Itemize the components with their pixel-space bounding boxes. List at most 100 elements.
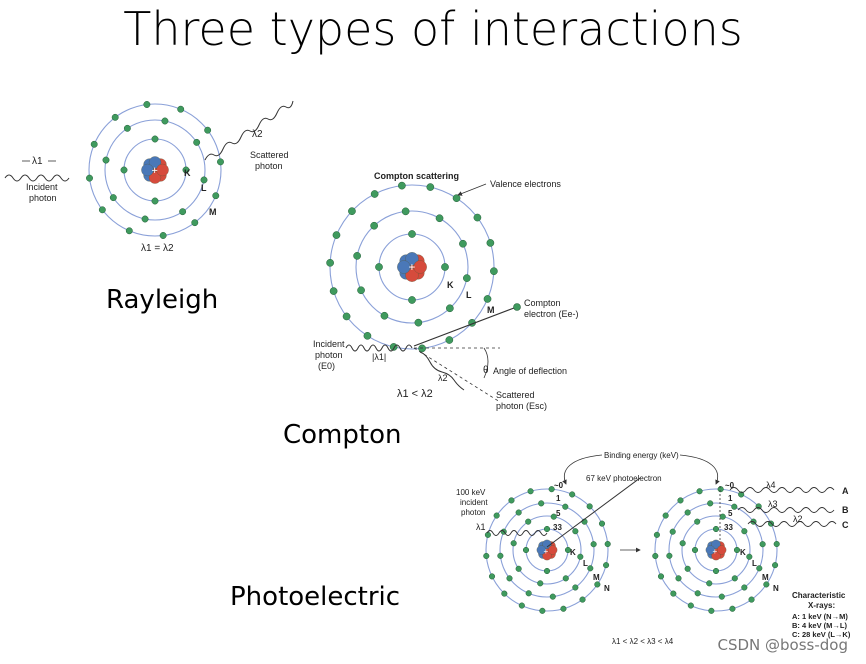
pe-char-c: C: 28 keV (L→K) bbox=[792, 630, 851, 639]
electron bbox=[90, 140, 98, 148]
electron bbox=[217, 158, 224, 166]
electron bbox=[441, 263, 449, 271]
electron bbox=[522, 546, 530, 554]
pe-relation: λ1 < λ2 < λ3 < λ4 bbox=[612, 637, 674, 646]
electron bbox=[525, 590, 532, 597]
electron bbox=[537, 580, 544, 587]
electron bbox=[687, 602, 694, 609]
electron bbox=[731, 575, 738, 582]
electron bbox=[473, 213, 482, 222]
electron bbox=[370, 221, 378, 230]
electron bbox=[562, 503, 569, 510]
compton-shell-k: K bbox=[447, 280, 454, 290]
pe-char-title-1: Characteristic bbox=[792, 591, 846, 600]
nucleus-plus: + bbox=[713, 547, 718, 556]
electron bbox=[98, 206, 106, 214]
pe-energy-1: 1 bbox=[556, 494, 561, 503]
electron bbox=[408, 296, 416, 304]
pe-ray-c: C bbox=[842, 520, 849, 530]
electron bbox=[370, 190, 379, 198]
electron bbox=[594, 581, 601, 588]
compton-deflection: Angle of deflection bbox=[493, 366, 567, 376]
electron bbox=[577, 553, 584, 560]
electron bbox=[525, 518, 532, 525]
electron bbox=[191, 219, 199, 227]
electron bbox=[684, 509, 691, 516]
electron bbox=[717, 486, 724, 493]
photoelectric-label: Photoelectric bbox=[230, 582, 401, 612]
pe-energy-3: 33 bbox=[553, 523, 562, 532]
electron bbox=[679, 540, 686, 547]
nucleon bbox=[705, 545, 715, 555]
rayleigh-lambda-out: λ2 bbox=[252, 129, 263, 140]
nucleon bbox=[717, 545, 727, 555]
electron bbox=[123, 124, 131, 132]
electron bbox=[380, 311, 389, 320]
nucleon bbox=[405, 268, 419, 282]
compton-incident-1: Incident bbox=[313, 339, 345, 349]
compton-electron-1: Compton bbox=[524, 298, 561, 308]
electron bbox=[731, 503, 738, 510]
orbit bbox=[681, 515, 751, 585]
electron bbox=[486, 239, 495, 247]
nucleon bbox=[405, 252, 419, 266]
electron bbox=[741, 584, 748, 591]
nucleus-plus: + bbox=[409, 261, 416, 274]
page-title: Three types of interactions bbox=[123, 2, 743, 56]
compton-electron-2: electron (Ee-) bbox=[524, 309, 579, 319]
electron bbox=[652, 552, 659, 560]
nucleon bbox=[542, 551, 552, 561]
rayleigh-incident-1: Incident bbox=[26, 182, 58, 192]
electron bbox=[329, 287, 338, 295]
electron bbox=[483, 295, 492, 303]
electron bbox=[109, 194, 117, 202]
electron bbox=[684, 565, 691, 572]
orbit bbox=[485, 488, 609, 612]
pe-photoelectron: 67 keV photoelectron bbox=[586, 474, 662, 483]
electron bbox=[497, 552, 504, 559]
electron bbox=[332, 231, 341, 239]
orbit bbox=[329, 184, 495, 350]
electron bbox=[586, 503, 593, 510]
compton-valence: Valence electrons bbox=[490, 179, 561, 189]
electron bbox=[694, 590, 701, 597]
orbit bbox=[88, 103, 222, 237]
electron bbox=[518, 602, 525, 609]
electron bbox=[539, 607, 546, 614]
pe-shell-l: L bbox=[583, 559, 588, 568]
electron bbox=[653, 531, 660, 538]
photoelectric-atom-after: + bbox=[652, 486, 780, 614]
electron bbox=[666, 552, 673, 559]
electron bbox=[446, 304, 454, 313]
orbit bbox=[104, 119, 206, 221]
electron bbox=[401, 207, 410, 216]
electron bbox=[587, 565, 594, 572]
electron bbox=[459, 239, 467, 248]
compton-heading: Compton scattering bbox=[374, 171, 459, 181]
compton-diagram: + Compton scattering Valence electrons K… bbox=[313, 171, 579, 411]
pe2-shell-l: L bbox=[752, 559, 757, 568]
electron bbox=[501, 590, 508, 597]
electron bbox=[675, 575, 682, 582]
pe-energy-0: ~0 bbox=[554, 481, 564, 490]
electron bbox=[560, 605, 567, 612]
electron bbox=[733, 546, 741, 554]
electron bbox=[508, 497, 515, 504]
electron bbox=[708, 607, 715, 614]
compton-incident-3: (E0) bbox=[318, 361, 335, 371]
electron bbox=[538, 500, 545, 507]
electron bbox=[712, 525, 720, 533]
orbit bbox=[499, 502, 595, 598]
pe-incident-1: 100 keV bbox=[456, 488, 486, 497]
nucleus-plus: + bbox=[152, 165, 158, 177]
electron bbox=[510, 540, 517, 547]
nucleon bbox=[148, 156, 162, 169]
rayleigh-incident-wave bbox=[4, 174, 70, 182]
pe-binding: Binding energy (keV) bbox=[604, 451, 679, 460]
electron bbox=[543, 567, 551, 575]
electron bbox=[729, 605, 736, 612]
electron bbox=[773, 540, 780, 548]
pe-char-a: A: 1 keV (N→M) bbox=[792, 612, 848, 621]
nucleon bbox=[711, 551, 721, 561]
electron bbox=[604, 540, 611, 548]
